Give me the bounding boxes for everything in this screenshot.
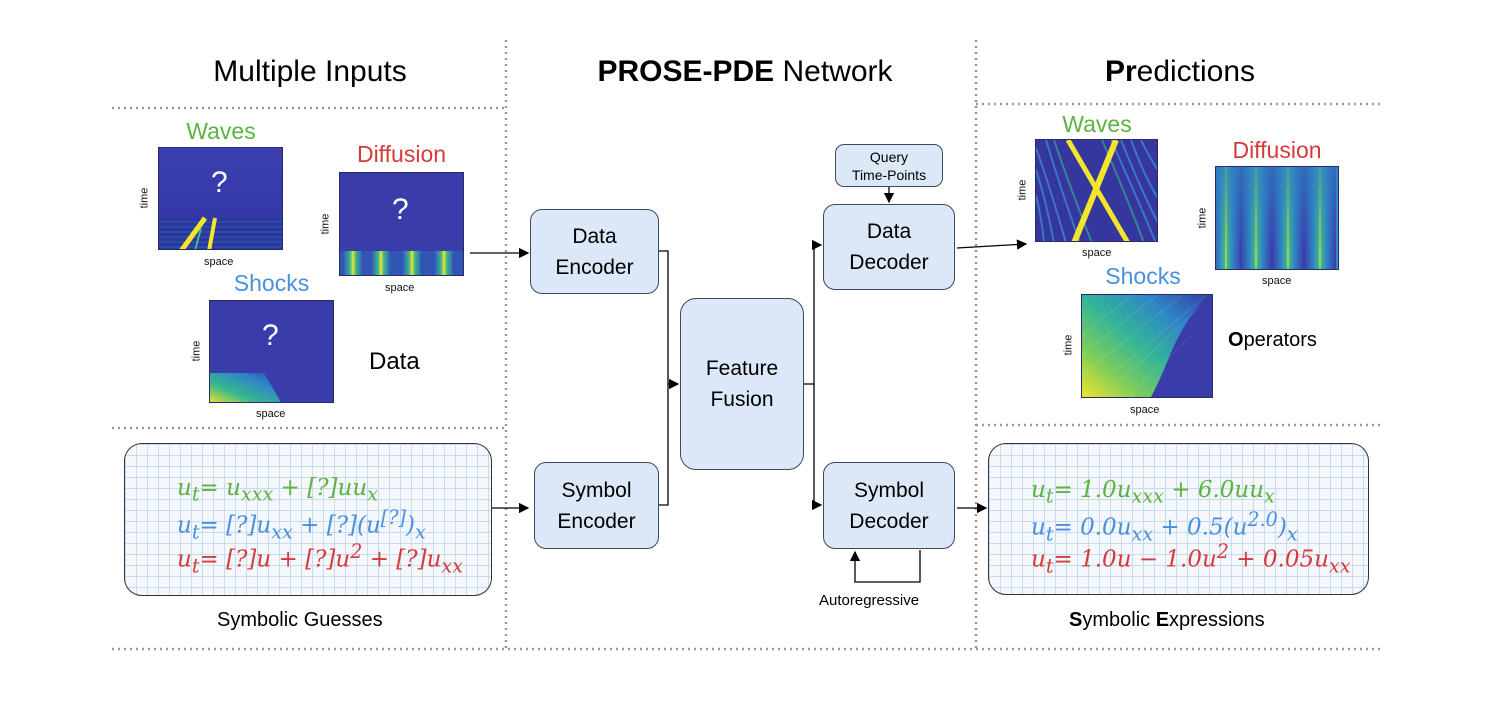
pred-shocks-axis-time: time	[1062, 334, 1075, 356]
input-waves-unknown: ?	[211, 166, 228, 199]
header-predictions-bold: Pr	[1104, 55, 1137, 88]
expr-label-b2: E	[1155, 609, 1170, 631]
symbol-encoder-line2: Encoder	[557, 509, 636, 533]
input-shocks-plot	[209, 300, 334, 403]
data-encoder-line2: Encoder	[555, 255, 634, 279]
input-diffusion-plot	[339, 172, 464, 276]
pred-shocks-title: Shocks	[1105, 263, 1181, 289]
input-shocks-unknown: ?	[262, 319, 279, 352]
input-shocks-title: Shocks	[233, 270, 310, 296]
symbol-decoder-line1: Symbol	[853, 478, 924, 502]
guess-equation-diffusion: ut= [?]u + [?]u2 + [?]uxx	[177, 540, 463, 578]
pred-diffusion-title: Diffusion	[1232, 137, 1322, 163]
header-predictions-rest: edictions	[1136, 55, 1256, 88]
pred-equation-diffusion: ut= 1.0u − 1.0u2 + 0.05uxx	[1031, 540, 1351, 578]
pred-diffusion-plot	[1215, 166, 1339, 270]
input-waves-plot	[158, 147, 283, 250]
header-network-rest: Network	[774, 55, 893, 88]
input-shocks-axis-space: space	[256, 408, 286, 420]
expr-label-b1: S	[1069, 609, 1083, 631]
pred-waves-axis-space: space	[1082, 247, 1112, 259]
expr-label-r2: xpressions	[1169, 609, 1265, 631]
input-shocks-axis-time: time	[190, 340, 203, 362]
operators-label-bold: O	[1228, 329, 1244, 351]
guess-equation-waves: ut= uxxx + [?]uux	[177, 475, 378, 506]
input-diffusion-axis-space: space	[385, 282, 415, 294]
pred-shocks-axis-space: space	[1130, 404, 1160, 416]
data-label: Data	[369, 348, 420, 375]
header-multiple-inputs: Multiple Inputs	[213, 55, 407, 88]
operators-label-rest: perators	[1243, 329, 1317, 351]
pred-diffusion-axis-time: time	[1196, 207, 1209, 229]
data-decoder-line2: Decoder	[849, 251, 929, 274]
guess-equation-shocks: ut= [?]uxx + [?](u[?])x	[177, 506, 426, 544]
header-network-bold: PROSE-PDE	[597, 55, 775, 88]
pred-diffusion-axis-space: space	[1262, 275, 1292, 287]
autoregressive-label: Autoregressive	[819, 592, 920, 609]
query-line2: Time-Points	[851, 166, 927, 183]
symbol-encoder-line1: Symbol	[561, 478, 632, 502]
header-predictions: Predictions	[1040, 55, 1320, 89]
symbol-decoder-line2: Decoder	[849, 509, 929, 533]
pred-waves-title: Waves	[1062, 111, 1132, 137]
input-diffusion-axis-time: time	[319, 213, 332, 235]
input-diffusion-title: Diffusion	[356, 141, 447, 167]
data-encoder-line1: Data	[572, 224, 617, 248]
input-diffusion-unknown: ?	[392, 193, 409, 226]
input-waves-title: Waves	[186, 118, 256, 144]
symbolic-guesses-box: ut= uxxx + [?]uux ut= [?]uxx + [?](u[?])…	[124, 443, 492, 596]
pred-equation-waves: ut= 1.0uxxx + 6.0uux	[1031, 477, 1275, 508]
query-line1: Query	[869, 148, 909, 165]
pred-waves-axis-time: time	[1016, 179, 1029, 201]
pred-waves-plot	[1035, 139, 1158, 242]
feature-fusion-line2: Fusion	[710, 388, 774, 411]
pred-equation-shocks: ut= 0.0uxx + 0.5(u2.0)x	[1031, 508, 1298, 546]
pred-shocks-plot	[1081, 294, 1213, 398]
data-decoder-line1: Data	[866, 220, 912, 243]
input-waves-axis-space: space	[204, 256, 234, 268]
header-network: PROSE-PDE Network	[560, 55, 930, 89]
symbolic-expressions-label: Symbolic Expressions	[1069, 609, 1265, 632]
expr-label-r1: ymbolic	[1082, 609, 1156, 631]
operators-label: Operators	[1228, 329, 1317, 352]
input-waves-axis-time: time	[138, 187, 151, 209]
symbolic-guesses-label: Symbolic Guesses	[217, 609, 383, 631]
feature-fusion-line1: Feature	[705, 357, 779, 380]
symbolic-expressions-box: ut= 1.0uxxx + 6.0uux ut= 0.0uxx + 0.5(u2…	[988, 443, 1369, 595]
